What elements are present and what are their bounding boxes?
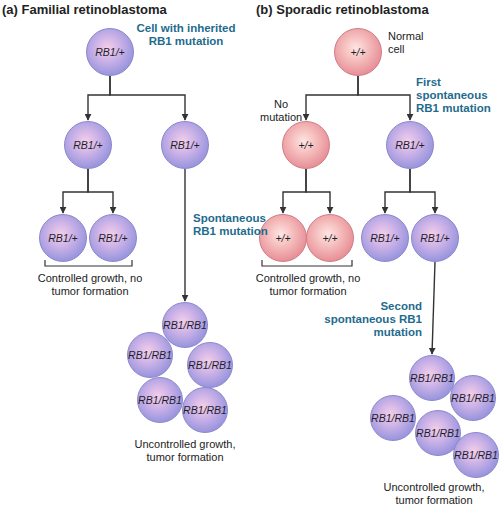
mutant-cell: RB1/RB1 (137, 377, 183, 423)
mutant-cell: RB1/+ (86, 28, 134, 76)
outcome-note: Controlled growth, no tumor formation (248, 272, 368, 298)
outcome-note: Normal cell (388, 30, 428, 56)
genotype-label: +/+ (322, 232, 337, 244)
mutation-note: Second spontaneous RB1 mutation (314, 300, 422, 339)
mutant-cell: RB1/+ (386, 121, 434, 169)
division-arrow (184, 169, 185, 301)
genotype-label: +/+ (275, 232, 290, 244)
genotype-label: RB1/+ (95, 46, 124, 58)
mutant-cell: RB1/RB1 (187, 342, 233, 388)
genotype-label: RB1/RB1 (128, 349, 172, 361)
division-arrow (306, 169, 330, 213)
division-arrow (88, 169, 113, 213)
genotype-label: +/+ (298, 139, 313, 151)
outcome-note: Uncontrolled growth, tumor formation (125, 438, 245, 464)
genotype-label: RB1/RB1 (451, 392, 495, 404)
division-arrow (385, 169, 410, 213)
genotype-label: RB1/RB1 (188, 359, 232, 371)
outcome-note: No mutation (260, 98, 302, 124)
mutant-cell: RB1/+ (361, 214, 409, 262)
mutation-note: First spontaneous RB1 mutation (416, 76, 500, 115)
genotype-label: RB1/+ (48, 232, 77, 244)
panel-title: (a) Familial retinoblastoma (2, 2, 242, 18)
outcome-note: Controlled growth, no tumor formation (30, 272, 150, 298)
division-arrow (358, 76, 410, 120)
division-arrow (283, 169, 306, 213)
mutant-cell: RB1/+ (161, 121, 209, 169)
mutant-cell: RB1/RB1 (127, 332, 173, 378)
division-arrow (410, 169, 435, 213)
mutation-note: Cell with inherited RB1 mutation (136, 22, 236, 48)
genotype-label: RB1/+ (170, 139, 199, 151)
genotype-label: RB1/RB1 (163, 319, 207, 331)
division-arrow (306, 76, 358, 120)
mutant-cell: RB1/RB1 (370, 395, 416, 441)
normal-cell: +/+ (334, 28, 382, 76)
genotype-label: RB1/+ (395, 139, 424, 151)
mutant-cell: RB1/RB1 (450, 375, 496, 421)
mutant-cell: RB1/+ (64, 121, 112, 169)
mutant-cell: RB1/RB1 (453, 432, 499, 478)
mutant-cell: RB1/RB1 (182, 387, 228, 433)
mutant-cell: RB1/+ (39, 214, 87, 262)
genotype-label: RB1/+ (370, 232, 399, 244)
panel-title: (b) Sporadic retinoblastoma (256, 2, 500, 18)
division-arrow (88, 76, 110, 120)
mutant-cell: RB1/+ (89, 214, 137, 262)
mutation-note: Spontaneous RB1 mutation (193, 212, 278, 238)
normal-cell: +/+ (306, 214, 354, 262)
outcome-note: Uncontrolled growth, tumor formation (374, 481, 494, 507)
genotype-label: RB1/RB1 (371, 412, 415, 424)
genotype-label: RB1/RB1 (183, 404, 227, 416)
mutant-cell: RB1/RB1 (409, 355, 455, 401)
genotype-label: +/+ (350, 46, 365, 58)
normal-cell: +/+ (259, 214, 307, 262)
genotype-label: RB1/RB1 (410, 372, 454, 384)
genotype-label: RB1/+ (98, 232, 127, 244)
genotype-label: RB1/+ (73, 139, 102, 151)
genotype-label: RB1/RB1 (138, 394, 182, 406)
genotype-label: RB1/RB1 (454, 449, 498, 461)
division-arrow (110, 76, 185, 120)
mutant-cell: RB1/+ (411, 214, 459, 262)
genotype-label: RB1/+ (420, 232, 449, 244)
division-arrow (63, 169, 88, 213)
division-arrow (432, 262, 435, 354)
genotype-label: RB1/RB1 (416, 427, 460, 439)
normal-cell: +/+ (282, 121, 330, 169)
